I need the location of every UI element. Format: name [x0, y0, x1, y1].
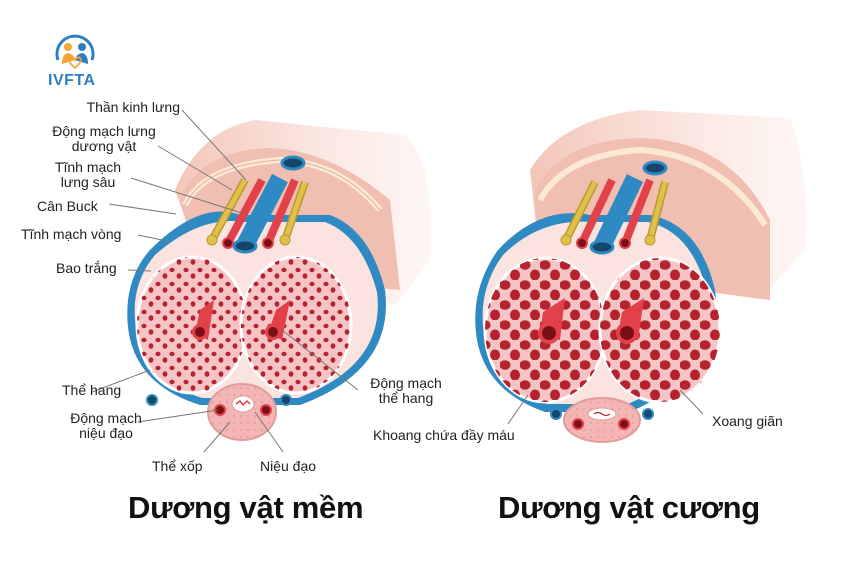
- label-urethral-artery-line2: niệu đạo: [79, 425, 133, 441]
- label-dorsal-nerve: Thần kinh lưng: [86, 99, 180, 115]
- label-dorsal-artery: Động mạch lưng dương vật: [44, 124, 164, 154]
- label-deep-dorsal-vein: Tĩnh mạch lưng sâu: [48, 160, 128, 190]
- logo: [52, 34, 98, 72]
- label-urethral-artery-line1: Động mạch: [70, 410, 142, 426]
- label-blood-filled-spaces: Khoang chứa đầy máu: [373, 427, 515, 443]
- label-corpus-cavernosum: Thể hang: [62, 382, 122, 398]
- label-dorsal-artery-line1: Động mạch lưng: [52, 123, 156, 139]
- label-urethral-artery: Động mạch niệu đạo: [60, 411, 152, 441]
- label-circumflex-vein: Tĩnh mạch vòng: [21, 226, 122, 242]
- label-dorsal-artery-line2: dương vật: [71, 138, 137, 154]
- erect-diagram: [475, 110, 806, 443]
- flaccid-diagram: [91, 109, 431, 453]
- logo-text: IVFTA: [48, 72, 96, 89]
- label-cavernosal-artery-line2: thể hang: [378, 390, 434, 406]
- label-bucks-fascia: Cân Buck: [37, 198, 98, 214]
- label-corpus-spongiosum: Thể xốp: [152, 458, 203, 474]
- family-heart-logo-icon: [55, 34, 95, 70]
- label-dilated-sinusoids: Xoang giãn: [712, 413, 783, 429]
- title-erect: Dương vật cương: [498, 490, 760, 525]
- label-tunica-albuginea: Bao trắng: [56, 260, 117, 276]
- label-cavernosal-artery: Động mạch thể hang: [360, 376, 452, 406]
- label-deep-dorsal-vein-line2: lưng sâu: [60, 174, 116, 190]
- label-urethra: Niệu đạo: [260, 458, 317, 474]
- label-deep-dorsal-vein-line1: Tĩnh mạch: [54, 159, 122, 175]
- title-flaccid: Dương vật mềm: [128, 490, 364, 525]
- label-cavernosal-artery-line1: Động mạch: [370, 375, 442, 391]
